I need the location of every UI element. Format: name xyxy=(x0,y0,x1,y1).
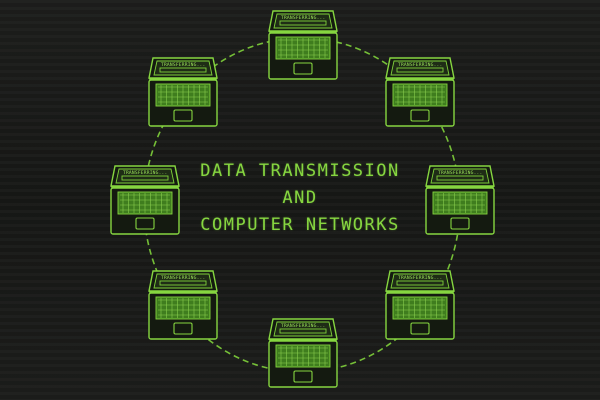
laptop-touchpad xyxy=(450,217,470,230)
laptop-node-3: TRANSFERRING... xyxy=(148,57,218,127)
transfer-status-text: TRANSFERRING... xyxy=(281,323,326,329)
diagram-title: DATA TRANSMISSION AND COMPUTER NETWORKS xyxy=(150,158,450,239)
laptop-touchpad xyxy=(173,109,193,122)
title-line-3: COMPUTER NETWORKS xyxy=(200,215,400,235)
title-line-1: DATA TRANSMISSION xyxy=(200,161,400,181)
keyboard-keys xyxy=(395,85,445,105)
keyboard-keys xyxy=(435,193,485,213)
transfer-status-text: TRANSFERRING... xyxy=(123,170,168,176)
laptop-touchpad xyxy=(410,322,430,335)
laptop-touchpad xyxy=(293,370,313,383)
transfer-progress-bar xyxy=(436,175,484,181)
laptop-node-8: TRANSFERRING... xyxy=(268,318,338,388)
laptop-touchpad xyxy=(293,62,313,75)
transfer-progress-bar xyxy=(279,20,327,26)
transfer-progress-bar xyxy=(159,67,207,73)
laptop-node-4: TRANSFERRING... xyxy=(425,165,495,235)
laptop-node-1: TRANSFERRING... xyxy=(268,10,338,80)
transfer-status-text: TRANSFERRING... xyxy=(281,15,326,21)
laptop-touchpad xyxy=(135,217,155,230)
transfer-status-text: TRANSFERRING... xyxy=(398,62,443,68)
keyboard-keys xyxy=(278,346,328,366)
laptop-node-2: TRANSFERRING... xyxy=(385,57,455,127)
laptop-node-7: TRANSFERRING... xyxy=(148,270,218,340)
transfer-progress-bar xyxy=(396,280,444,286)
keyboard-keys xyxy=(395,298,445,318)
transfer-progress-bar xyxy=(396,67,444,73)
keyboard-keys xyxy=(278,38,328,58)
transfer-progress-bar xyxy=(121,175,169,181)
keyboard-keys xyxy=(158,85,208,105)
transfer-progress-bar xyxy=(159,280,207,286)
transfer-status-text: TRANSFERRING... xyxy=(161,275,206,281)
transfer-status-text: TRANSFERRING... xyxy=(398,275,443,281)
laptop-node-5: TRANSFERRING... xyxy=(110,165,180,235)
laptop-node-6: TRANSFERRING... xyxy=(385,270,455,340)
title-line-2: AND xyxy=(282,188,318,208)
transfer-status-text: TRANSFERRING... xyxy=(161,62,206,68)
transfer-progress-bar xyxy=(279,328,327,334)
transfer-status-text: TRANSFERRING... xyxy=(438,170,483,176)
keyboard-keys xyxy=(158,298,208,318)
keyboard-keys xyxy=(120,193,170,213)
laptop-touchpad xyxy=(410,109,430,122)
laptop-touchpad xyxy=(173,322,193,335)
